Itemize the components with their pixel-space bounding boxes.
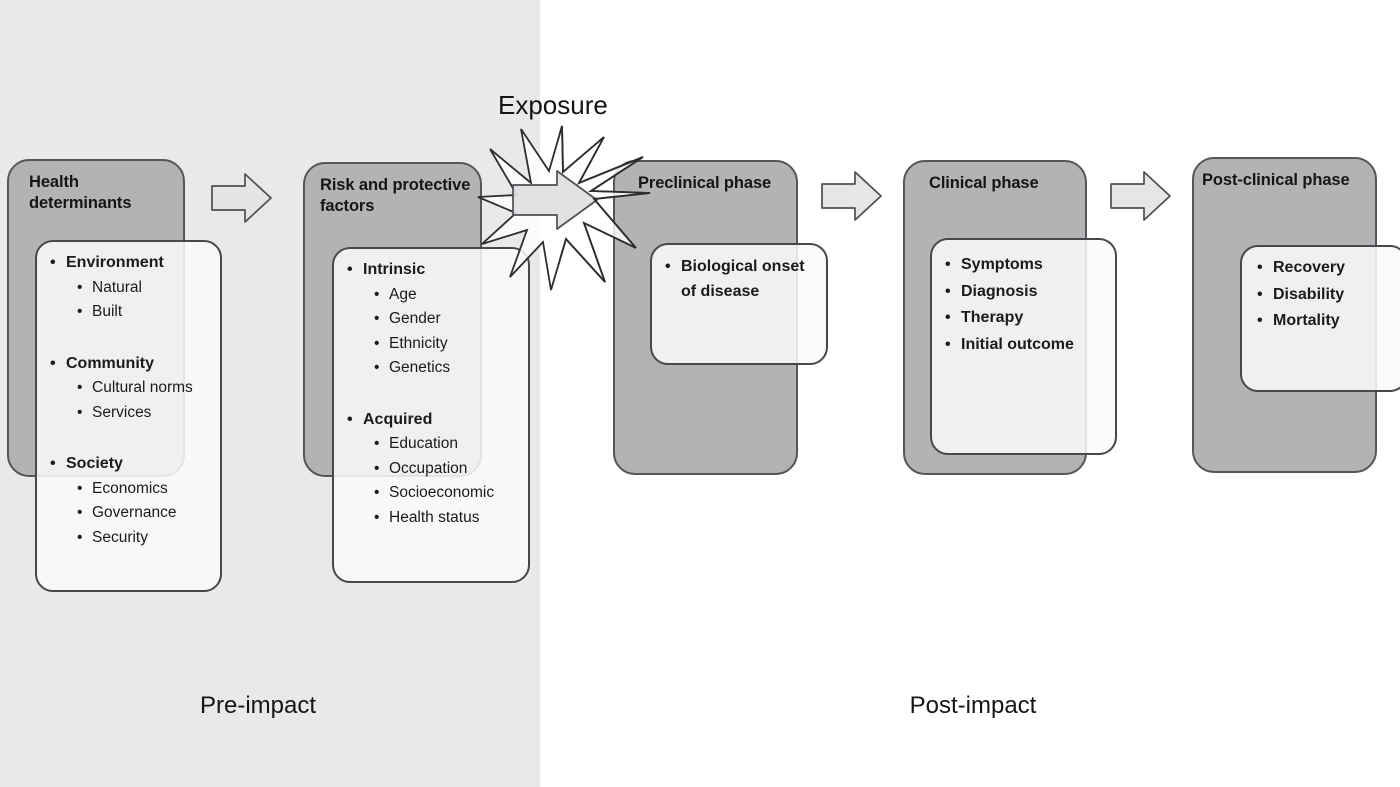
pre-impact-label: Pre-impact	[199, 692, 317, 719]
detail-box-post-clinical: Recovery Disability Mortality	[1240, 245, 1400, 392]
list-item: Biological onset of disease	[665, 254, 821, 304]
list-item: Age	[347, 283, 523, 308]
phase-title: Risk and protective factors	[320, 176, 471, 215]
list-item: Services	[50, 401, 215, 426]
list-item: Intrinsic	[347, 258, 523, 283]
list-item: Gender	[347, 307, 523, 332]
list-item: Recovery	[1257, 255, 1400, 282]
list-item: Symptoms	[945, 252, 1110, 279]
list-item: Diagnosis	[945, 279, 1110, 306]
detail-box-health-determinants: Environment Natural Built Community Cult…	[35, 240, 222, 592]
phase-title: Clinical phase	[929, 174, 1039, 192]
list-item: Community	[50, 352, 215, 377]
detail-box-risk-protective-factors: Intrinsic Age Gender Ethnicity Genetics …	[332, 247, 530, 583]
list-item: Genetics	[347, 356, 523, 381]
list-item: Natural	[50, 276, 215, 301]
list-item: Therapy	[945, 305, 1110, 332]
phase-title: Post-clinical phase	[1202, 171, 1350, 189]
list-item: Initial outcome	[945, 332, 1110, 359]
list-item: Society	[50, 452, 215, 477]
phase-title: Health determinants	[29, 173, 132, 212]
list-item: Cultural norms	[50, 376, 215, 401]
list-item: Mortality	[1257, 308, 1400, 335]
list-item: Disability	[1257, 282, 1400, 309]
list-item: Occupation	[347, 457, 523, 482]
detail-box-preclinical: Biological onset of disease	[650, 243, 828, 365]
list-item: Health status	[347, 506, 523, 531]
list-item: Economics	[50, 477, 215, 502]
list-item: Ethnicity	[347, 332, 523, 357]
list-item: Education	[347, 432, 523, 457]
detail-box-clinical: Symptoms Diagnosis Therapy Initial outco…	[930, 238, 1117, 455]
list-item: Environment	[50, 251, 215, 276]
post-impact-label: Post-impact	[909, 692, 1037, 719]
phase-title: Preclinical phase	[638, 174, 772, 192]
list-item: Security	[50, 526, 215, 551]
list-item: Governance	[50, 501, 215, 526]
list-item: Socioeconomic	[347, 481, 523, 506]
list-item: Built	[50, 300, 215, 325]
exposure-label: Exposure	[498, 90, 608, 120]
list-item: Acquired	[347, 408, 523, 433]
